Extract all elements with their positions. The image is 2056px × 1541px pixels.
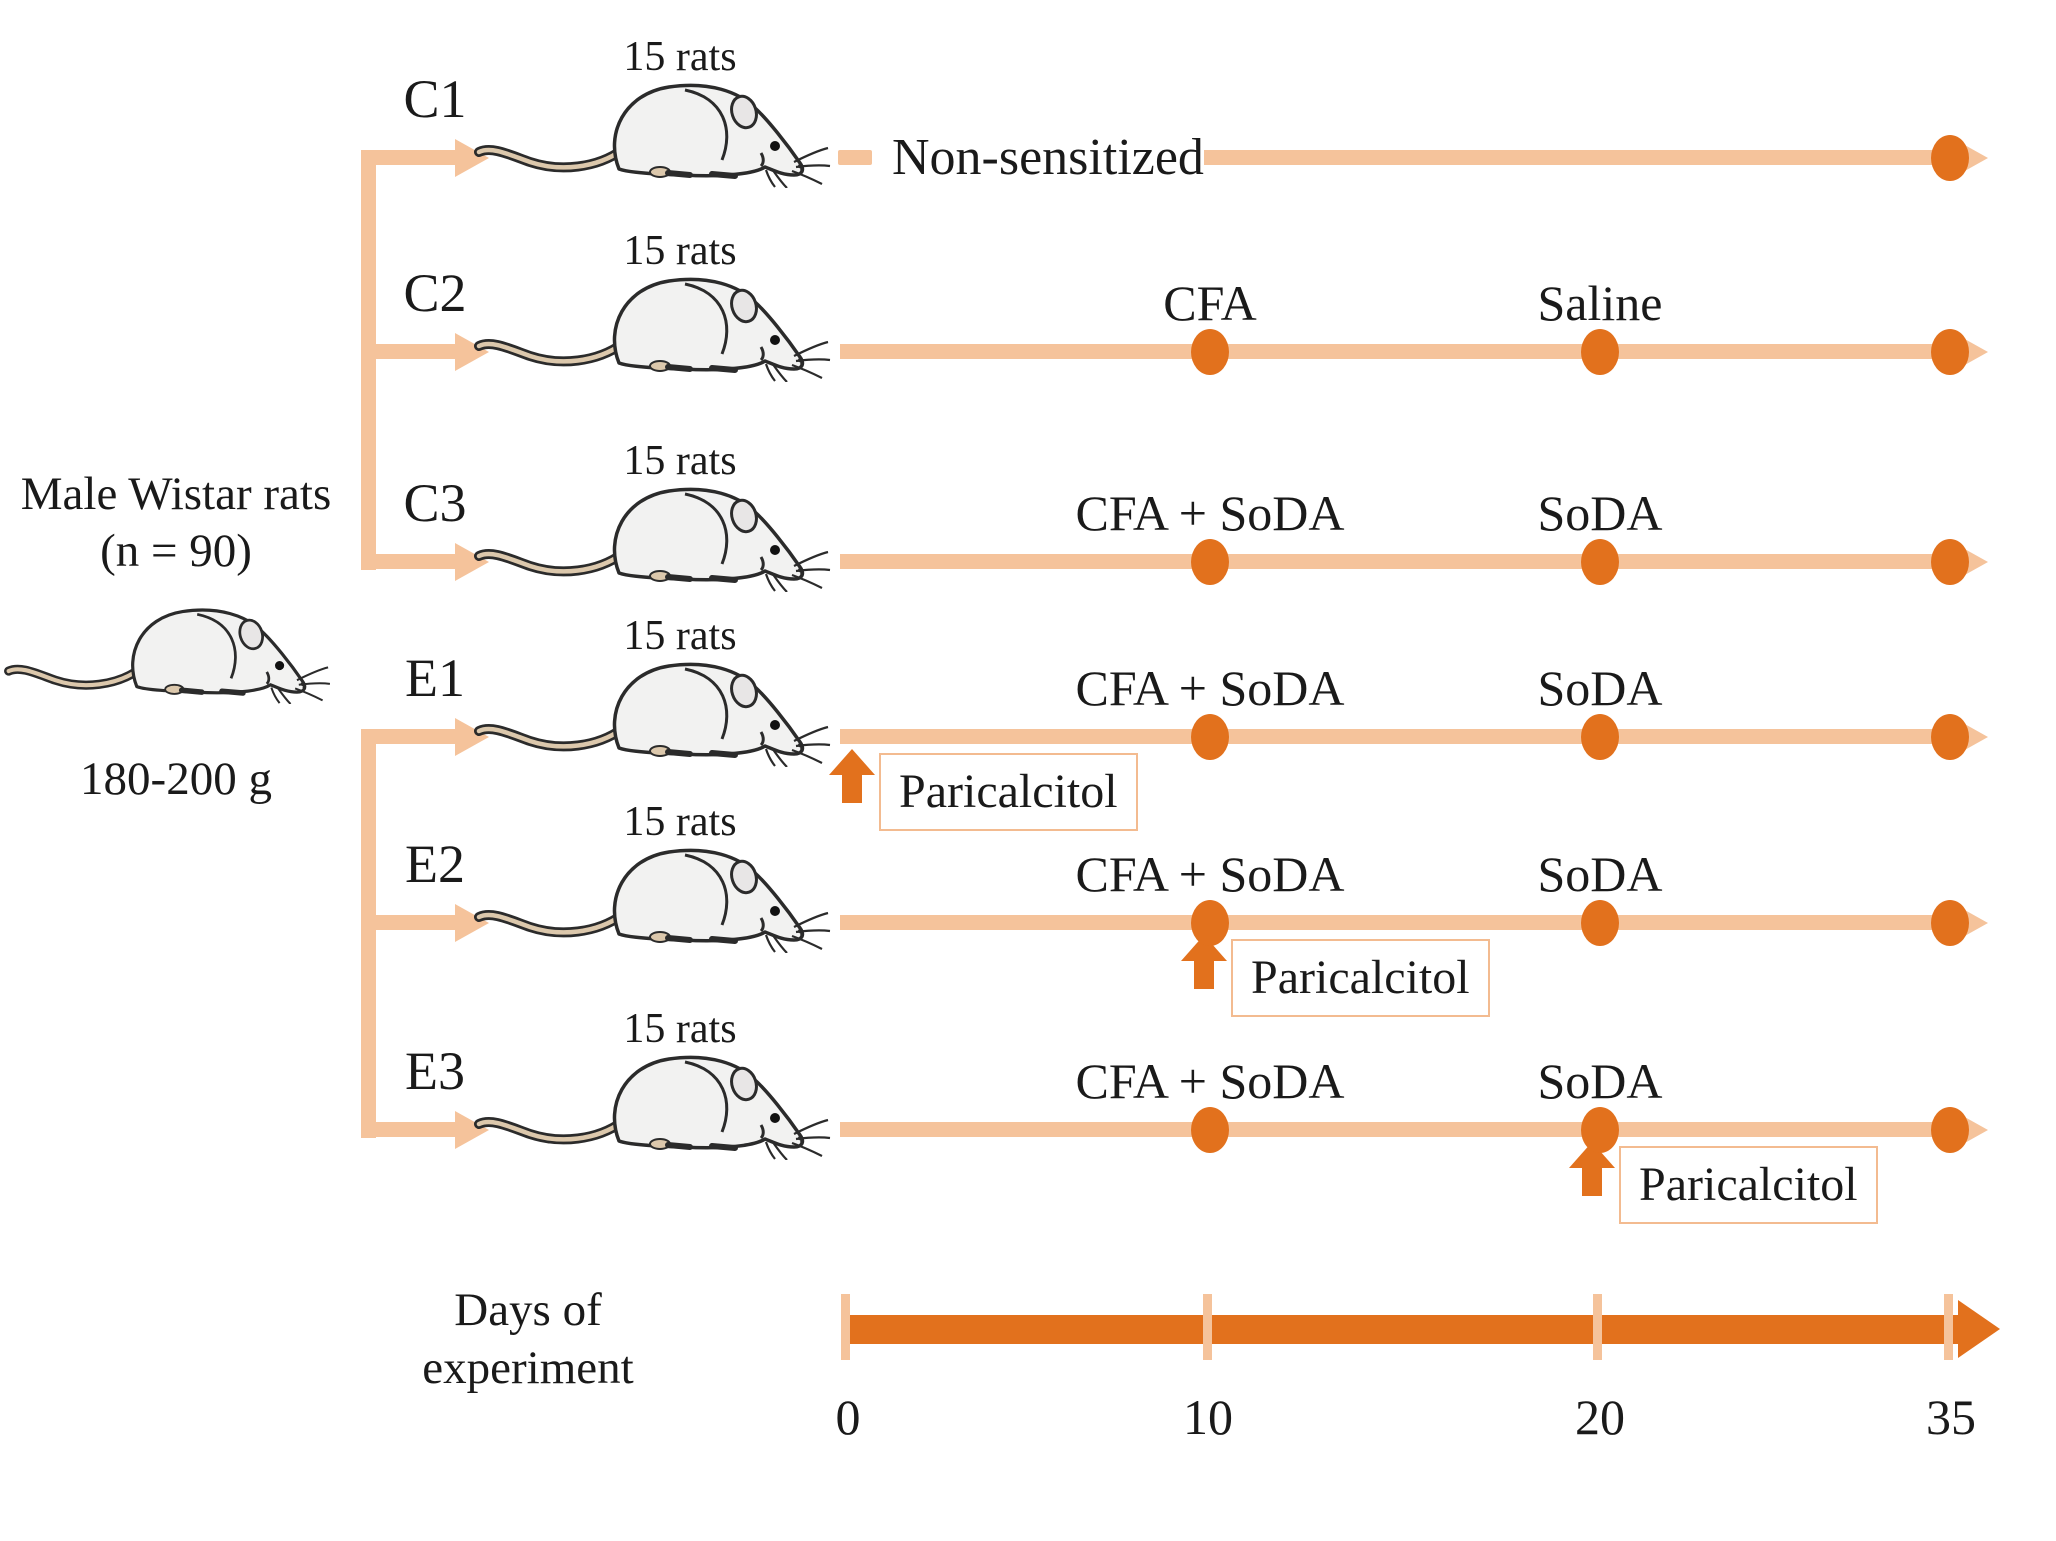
- source-title: Male Wistar rats (n = 90): [0, 466, 352, 580]
- paricalcitol-box: Paricalcitol: [1231, 939, 1490, 1017]
- event-label-day20: SoDA: [1537, 485, 1663, 541]
- paricalcitol-label: Paricalcitol: [1639, 1158, 1858, 1211]
- group-size-label: 15 rats: [623, 228, 737, 274]
- source-title-line1: Male Wistar rats: [20, 468, 332, 520]
- branch-line-experimental-groups: [361, 730, 376, 1138]
- group-label: E3: [405, 1041, 465, 1101]
- timeline-dash-icon: [838, 150, 872, 165]
- event-label-day20: SoDA: [1537, 1053, 1663, 1109]
- timeline-text: Non-sensitized: [892, 129, 1204, 186]
- timeline-line: [840, 915, 1956, 930]
- group-size-label: 15 rats: [623, 613, 737, 659]
- axis-tick-label-10: 10: [1183, 1389, 1233, 1445]
- event-dot-day35: [1931, 1107, 1969, 1153]
- event-label-day20: SoDA: [1537, 660, 1663, 716]
- event-dot-day10: [1191, 900, 1229, 946]
- event-dot-day10: [1191, 714, 1229, 760]
- axis-arrowhead-icon: [1958, 1300, 2000, 1358]
- event-label-day10: CFA + SoDA: [1075, 660, 1345, 716]
- axis-caption-line2: experiment: [422, 1342, 634, 1394]
- event-dot-day10: [1191, 539, 1229, 585]
- group-label: C2: [403, 263, 467, 323]
- paricalcitol-label: Paricalcitol: [899, 765, 1118, 818]
- event-dot-day35: [1931, 900, 1969, 946]
- event-label-day10: CFA: [1163, 275, 1257, 331]
- event-label-day10: CFA + SoDA: [1075, 1053, 1345, 1109]
- event-label-day20: SoDA: [1537, 846, 1663, 902]
- event-label-day10: CFA + SoDA: [1075, 485, 1345, 541]
- event-dot-day35: [1931, 329, 1969, 375]
- axis-tick-label-35: 35: [1926, 1389, 1976, 1445]
- rat-icon: [2, 596, 332, 704]
- group-size-label: 15 rats: [623, 34, 737, 80]
- group-label: C3: [403, 473, 467, 533]
- rat-icon: [472, 264, 832, 382]
- axis-tick-day0: [841, 1294, 850, 1360]
- group-label: E1: [405, 648, 465, 708]
- event-dot-day35: [1931, 135, 1969, 181]
- branch-line-control-groups: [361, 151, 376, 570]
- rat-icon: [472, 70, 832, 188]
- paricalcitol-box: Paricalcitol: [1619, 1146, 1878, 1224]
- axis-caption-line1: Days of: [454, 1284, 602, 1336]
- event-dot-day20: [1581, 329, 1619, 375]
- axis-tick-label-20: 20: [1575, 1389, 1625, 1445]
- rat-icon: [472, 649, 832, 767]
- event-dot-day10: [1191, 329, 1229, 375]
- timeline-line: [840, 729, 1956, 744]
- event-label-day20: Saline: [1537, 275, 1663, 331]
- rat-icon: [472, 1042, 832, 1160]
- axis-caption: Days of experiment: [318, 1281, 738, 1397]
- rat-icon: [472, 835, 832, 953]
- event-dot-day20: [1581, 714, 1619, 760]
- rat-icon: [472, 474, 832, 592]
- event-label-day10: CFA + SoDA: [1075, 846, 1345, 902]
- axis-tick-day10: [1203, 1294, 1212, 1360]
- event-dot-day20: [1581, 900, 1619, 946]
- paricalcitol-box: Paricalcitol: [879, 753, 1138, 831]
- event-dot-day20: [1581, 1107, 1619, 1153]
- paricalcitol-label: Paricalcitol: [1251, 951, 1470, 1004]
- timeline-line: [840, 554, 1956, 569]
- up-arrow-icon: [829, 749, 875, 805]
- days-axis-bar: [846, 1315, 1960, 1344]
- event-dot-day10: [1191, 1107, 1229, 1153]
- event-dot-day20: [1581, 539, 1619, 585]
- axis-tick-label-0: 0: [835, 1389, 861, 1445]
- timeline-line: [840, 344, 1956, 359]
- axis-tick-day20: [1593, 1294, 1602, 1360]
- group-label: E2: [405, 834, 465, 894]
- group-size-label: 15 rats: [623, 1006, 737, 1052]
- timeline-line: [840, 1122, 1956, 1137]
- group-size-label: 15 rats: [623, 799, 737, 845]
- event-dot-day35: [1931, 714, 1969, 760]
- source-title-line2: (n = 90): [100, 525, 252, 577]
- timeline-line: [1204, 150, 1956, 165]
- source-weight-label: 180-200 g: [80, 753, 272, 805]
- event-dot-day35: [1931, 539, 1969, 585]
- axis-tick-day35: [1944, 1294, 1953, 1360]
- group-label: C1: [403, 69, 467, 129]
- group-size-label: 15 rats: [623, 438, 737, 484]
